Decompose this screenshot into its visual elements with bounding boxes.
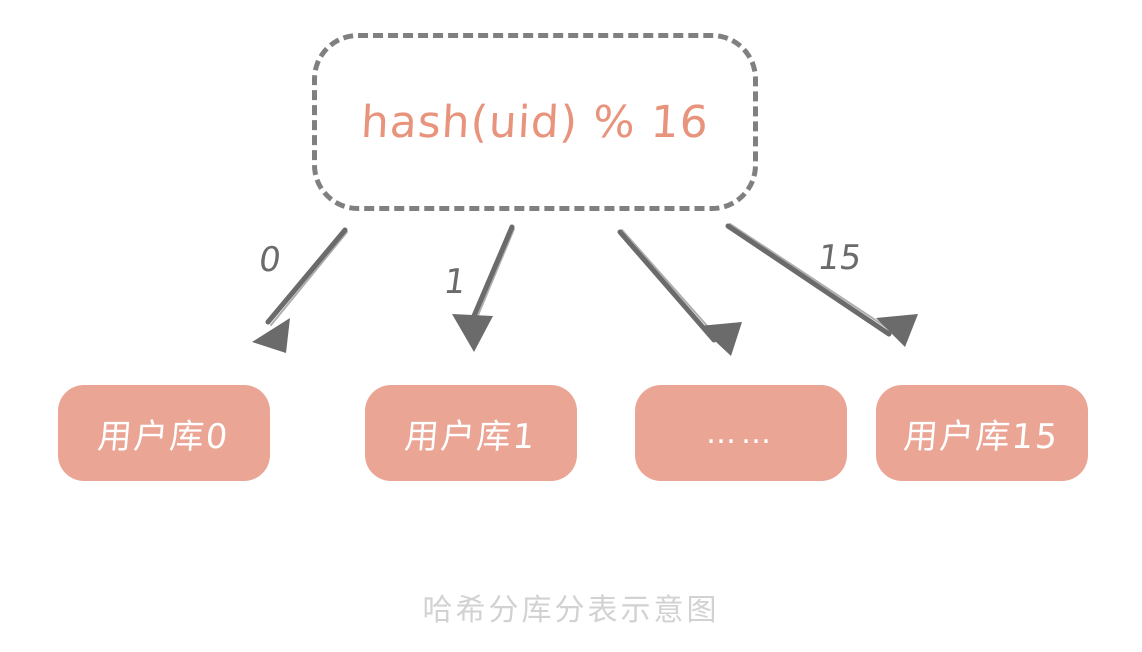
arrow-2 [617,229,742,356]
arrow-label-0: 0 [256,240,284,280]
shard-box-15: 用户库15 [876,385,1088,481]
shard-label-1: 用户库1 [403,416,539,457]
arrow-label-15: 15 [815,238,865,278]
arrow-label-1: 1 [441,262,469,302]
diagram-caption: 哈希分库分表示意图 [422,593,720,628]
hash-function-label: hash(uid) % 16 [359,96,711,148]
shard-label-0: 用户库0 [96,416,232,457]
shard-box-1: 用户库1 [365,385,577,481]
hash-function-node: hash(uid) % 16 [312,33,758,211]
shard-box-0: 用户库0 [58,385,270,481]
shard-box-ellipsis: …… [635,385,847,481]
shard-label-15: 用户库15 [902,416,1062,457]
shard-label-ellipsis: …… [706,415,776,451]
